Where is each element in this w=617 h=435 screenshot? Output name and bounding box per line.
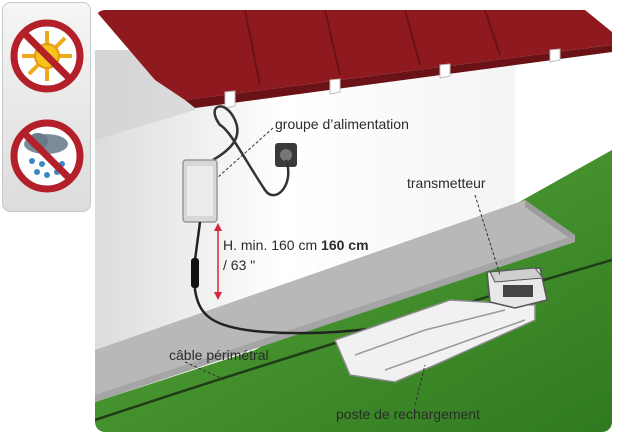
- charging-base: [333, 299, 536, 383]
- lawn: [95, 150, 612, 432]
- transmitter-unit: [486, 267, 548, 309]
- height-text: H. min. 160 cm: [223, 237, 318, 253]
- label-min-height: H. min. 160 cm 160 cm / 63 ": [223, 235, 369, 275]
- warning-panel: [2, 2, 91, 212]
- label-transmitter: transmetteur: [407, 175, 486, 191]
- roof: [95, 10, 612, 100]
- height-bold: 160 cm: [321, 237, 369, 253]
- installation-scene: groupe d’alimentation transmetteur H. mi…: [95, 10, 612, 432]
- height-inch: / 63 ": [223, 257, 256, 273]
- label-power-supply: groupe d’alimentation: [275, 116, 409, 132]
- no-sun-icon: [10, 19, 84, 93]
- label-perimeter-cable: câble périmétral: [169, 347, 269, 363]
- label-charging-station: poste de rechargement: [336, 406, 480, 422]
- scene-illustration: [95, 10, 612, 432]
- no-rain-icon: [10, 119, 84, 193]
- house-wall: [95, 50, 515, 365]
- foundation: [95, 200, 575, 402]
